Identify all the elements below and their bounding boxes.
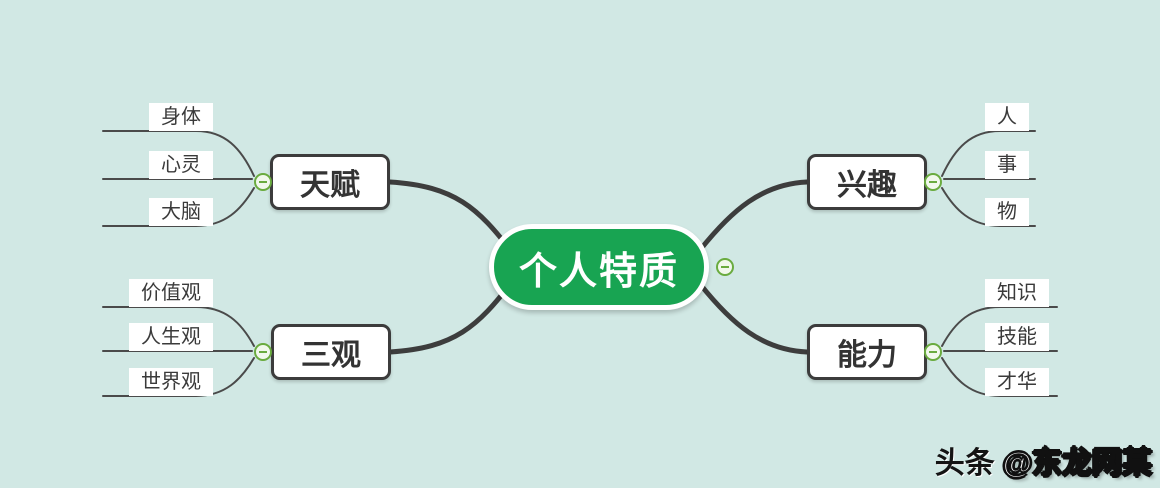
minus-bar — [721, 266, 729, 268]
leaf-node-jiazhiguan[interactable]: 价值观 — [129, 279, 213, 307]
minus-bar — [929, 181, 937, 183]
collapse-icon-xingqu[interactable] — [924, 173, 942, 191]
leaf-node-caihua[interactable]: 才华 — [985, 368, 1049, 396]
leaf-node-danao[interactable]: 大脑 — [149, 198, 213, 226]
collapse-icon-central[interactable] — [716, 258, 734, 276]
branch-curve-nengli — [697, 281, 810, 355]
leaf-line — [941, 130, 1036, 177]
minus-bar — [259, 351, 267, 353]
branch-curve-sanguan — [387, 279, 515, 355]
central-node[interactable]: 个人特质 — [489, 224, 709, 310]
collapse-icon-sanguan[interactable] — [254, 343, 272, 361]
minus-bar — [259, 181, 267, 183]
branch-node-tianfu[interactable]: 天赋 — [270, 154, 390, 210]
leaf-node-shenti[interactable]: 身体 — [149, 103, 213, 131]
leaf-node-shijieguan[interactable]: 世界观 — [129, 368, 213, 396]
branch-curve-xingqu — [697, 179, 810, 253]
watermark: 头条 @东龙网某 — [934, 438, 1153, 482]
collapse-icon-tianfu[interactable] — [254, 173, 272, 191]
leaf-node-ren[interactable]: 人 — [985, 103, 1029, 131]
leaf-line — [941, 306, 1058, 347]
collapse-icon-nengli[interactable] — [924, 343, 942, 361]
leaf-node-jineng[interactable]: 技能 — [985, 323, 1049, 351]
minus-bar — [929, 351, 937, 353]
leaf-line — [102, 306, 255, 347]
leaf-node-renshengguan[interactable]: 人生观 — [129, 323, 213, 351]
leaf-line — [102, 130, 255, 177]
branch-node-nengli[interactable]: 能力 — [807, 324, 927, 380]
watermark-brand: 头条 — [934, 447, 995, 480]
leaf-node-wu[interactable]: 物 — [985, 198, 1029, 226]
branch-curve-tianfu — [387, 179, 515, 255]
branch-node-sanguan[interactable]: 三观 — [271, 324, 391, 380]
watermark-author: @东龙网某 — [1002, 446, 1153, 481]
leaf-node-zhishi[interactable]: 知识 — [985, 279, 1049, 307]
leaf-node-xinling[interactable]: 心灵 — [149, 151, 213, 179]
leaf-node-shi[interactable]: 事 — [985, 151, 1029, 179]
branch-node-xingqu[interactable]: 兴趣 — [807, 154, 927, 210]
